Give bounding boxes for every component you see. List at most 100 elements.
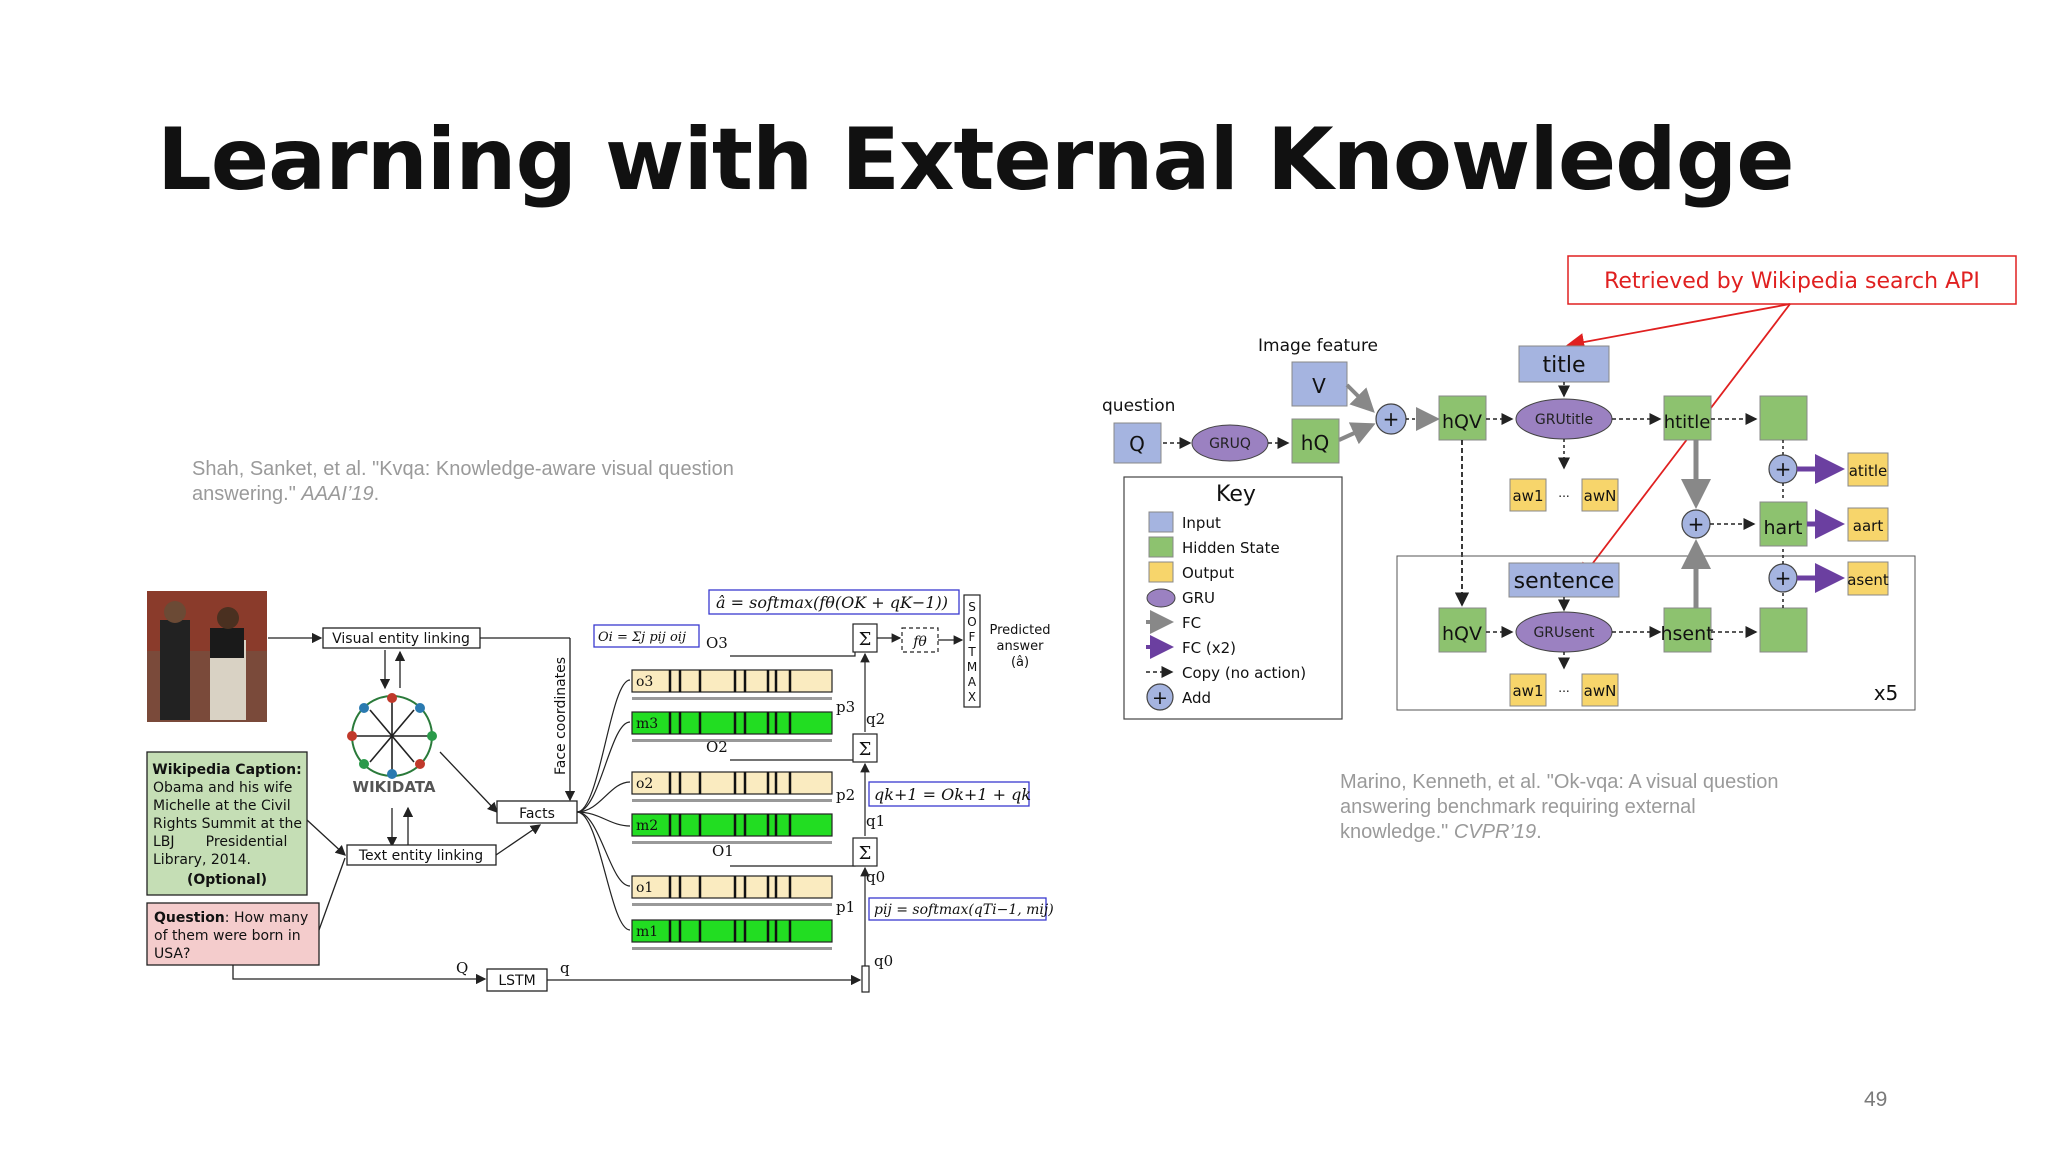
h-qv-bottom-box <box>1438 607 1487 653</box>
h-q-box <box>1291 418 1340 464</box>
caption-line-4: LBJ Presidential <box>153 834 287 850</box>
h-art-label: hart <box>1764 517 1803 539</box>
label-o2: o2 <box>636 776 653 792</box>
label-O1: O1 <box>712 842 734 860</box>
v-input-box <box>1291 361 1348 407</box>
formula-q: qk+1 = Ok+1 + qk <box>874 785 1031 804</box>
h-art-box <box>1759 501 1808 547</box>
key-hidden-swatch <box>1148 536 1174 558</box>
add-icon-art-glyph: + <box>1688 512 1705 536</box>
caption-line-5: Library, 2014. <box>153 852 251 868</box>
ellipsis-bottom: ... <box>1558 681 1569 695</box>
label-m3: m3 <box>636 716 658 732</box>
text-entity-linking-label: Text entity linking <box>358 848 483 864</box>
label-q1: q1 <box>866 812 885 830</box>
title-box <box>1518 345 1610 383</box>
citation-left-venue: AAAI’19 <box>301 483 374 505</box>
page-number: 49 <box>1864 1088 1888 1111</box>
add-icon-1-glyph: + <box>1383 407 1400 431</box>
label-O2: O2 <box>706 738 728 756</box>
key-gru-swatch <box>1146 588 1176 608</box>
key-fc-label: FC <box>1182 614 1201 632</box>
softmax-letter-s: S <box>968 600 976 614</box>
memory-row-m3 <box>631 711 833 735</box>
ellipsis-top: ... <box>1558 486 1569 500</box>
softmax-column <box>963 594 981 708</box>
a-art-label: aart <box>1853 517 1884 535</box>
lstm-input-q: Q <box>456 959 468 977</box>
citation-right-line3: knowledge." CVPR’19. <box>1340 820 1778 845</box>
sigma-box-3 <box>852 623 878 653</box>
gru-q-label: GRUQ <box>1209 436 1251 452</box>
q-input-box <box>1113 422 1162 464</box>
question-text-line1: Question: How many <box>154 910 308 926</box>
key-add-label: Add <box>1182 689 1211 707</box>
question-text-line2: of them were born in <box>154 928 301 944</box>
hidden-state-top-right <box>1759 395 1808 441</box>
gru-sent-label: GRUsent <box>1533 625 1595 641</box>
wikipedia-caption-box: Wikipedia Caption: Obama and his wife Mi… <box>146 751 308 896</box>
citation-right-line1: Marino, Kenneth, et al. "Ok-vqa: A visua… <box>1340 771 1779 793</box>
a-w1-bottom-box <box>1509 673 1547 707</box>
formula-o-box <box>593 624 700 648</box>
predicted-answer-line3: (â) <box>1011 655 1029 670</box>
sigma-3: Σ <box>859 629 872 650</box>
caption-line-2: Michelle at the Civil <box>153 798 291 814</box>
key-copy-label: Copy (no action) <box>1182 664 1306 682</box>
a-sent-box <box>1847 561 1889 596</box>
formula-softmax-box <box>708 589 960 615</box>
v-input-label: V <box>1312 374 1326 398</box>
title-label: title <box>1542 353 1585 378</box>
key-gru-label: GRU <box>1182 589 1215 607</box>
key-legend: Key Input Hidden State Output GRU FC FC … <box>1123 476 1343 720</box>
sigma-box-2 <box>852 733 878 763</box>
a-w1-top-label: aw1 <box>1512 487 1543 505</box>
citation-right: Marino, Kenneth, et al. "Ok-vqa: A visua… <box>1340 770 1778 845</box>
memory-row-o1 <box>631 875 833 899</box>
a-wn-bottom-box <box>1581 673 1619 707</box>
caption-title: Wikipedia Caption: <box>152 762 301 778</box>
key-output-label: Output <box>1182 564 1234 582</box>
h-qv-top-box <box>1438 395 1487 441</box>
label-o1: o1 <box>636 880 653 896</box>
lstm-output-q: q <box>560 959 570 977</box>
caption-line-1: Obama and his wife <box>153 780 292 796</box>
citation-left-prefix: answering." <box>192 483 302 505</box>
a-wn-bottom-label: awN <box>1584 682 1617 700</box>
sigma-2: Σ <box>859 739 872 760</box>
a-w1-top-box <box>1509 478 1547 512</box>
f-theta-label: fθ <box>912 634 927 650</box>
formula-o: Oi = Σj pij oij <box>598 630 686 645</box>
key-input-swatch <box>1148 511 1174 533</box>
key-input-label: Input <box>1182 514 1221 532</box>
memory-row-o2 <box>631 771 833 795</box>
image-feature-label: Image feature <box>1258 336 1378 356</box>
key-add-glyph: + <box>1152 687 1168 709</box>
h-q-label: hQ <box>1301 431 1329 455</box>
sigma-box-1 <box>852 837 878 867</box>
citation-right-suffix: . <box>1536 821 1542 843</box>
a-title-box <box>1847 452 1889 487</box>
formula-softmax: â = softmax(fθ(OK + qK−1)) <box>716 593 948 612</box>
slide-title: Learning with External Knowledge <box>157 110 1795 210</box>
x5-label: x5 <box>1874 681 1899 705</box>
predicted-answer-line1: Predicted <box>989 623 1050 638</box>
citation-right-venue: CVPR’19 <box>1453 821 1537 843</box>
citation-right-prefix: knowledge." <box>1340 821 1454 843</box>
label-q2: q2 <box>866 710 885 728</box>
key-add-icon <box>1146 683 1174 711</box>
question-text-line3: USA? <box>154 946 190 962</box>
caption-line-3: Rights Summit at the <box>153 816 302 832</box>
citation-left: Shah, Sanket, et al. "Kvqa: Knowledge-aw… <box>192 457 734 507</box>
wikidata-logo <box>347 693 437 779</box>
gru-title-label: GRUtitle <box>1535 412 1593 428</box>
key-output-swatch <box>1148 561 1174 583</box>
softmax-letter-t: T <box>967 645 976 659</box>
label-p2: p2 <box>836 786 855 804</box>
a-wn-top-label: awN <box>1584 487 1617 505</box>
sentence-label: sentence <box>1514 569 1615 594</box>
visual-entity-linking-label: Visual entity linking <box>332 631 470 647</box>
memory-row-m1 <box>631 919 833 943</box>
key-fc2-label: FC (x2) <box>1182 639 1236 657</box>
